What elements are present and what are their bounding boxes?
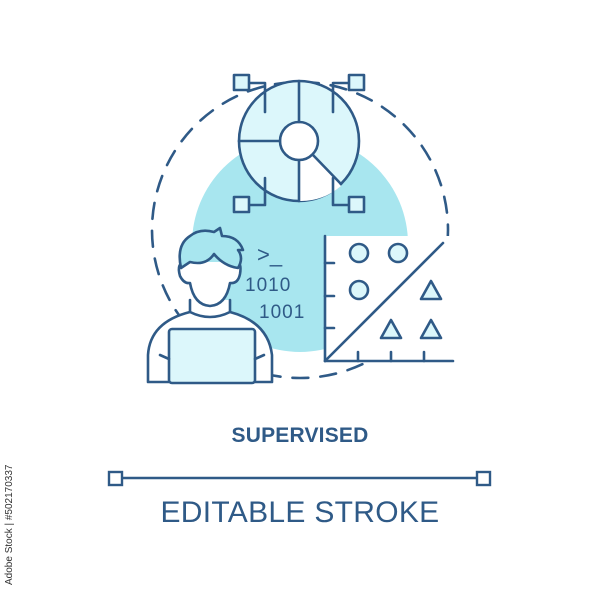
editable-stroke-label: EDITABLE STROKE bbox=[160, 496, 440, 529]
dashed-orbit-circle bbox=[150, 80, 450, 380]
person-with-laptop-icon bbox=[146, 226, 274, 385]
stock-id-watermark: Adobe Stock | #502170337 bbox=[4, 464, 15, 585]
binary-line-1: 1010 bbox=[245, 275, 291, 296]
concept-title: SUPERVISED bbox=[231, 424, 369, 447]
terminal-prompt: >_ bbox=[257, 242, 283, 267]
binary-line-2: 1001 bbox=[259, 302, 305, 323]
classification-scatter-icon bbox=[323, 234, 455, 363]
editable-stroke-line bbox=[107, 470, 492, 487]
code-text: >_ 1010 1001 bbox=[245, 242, 305, 323]
segmented-circle-icon bbox=[232, 73, 366, 214]
